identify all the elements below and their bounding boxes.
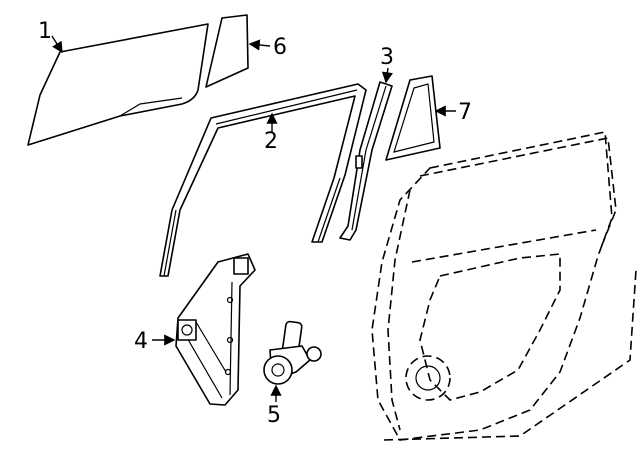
rear-door-outline (371, 131, 637, 441)
callout-3: 3 (380, 45, 394, 70)
quarter-glass (205, 14, 249, 88)
callout-1: 1 (38, 19, 52, 44)
callout-7: 7 (458, 100, 472, 125)
leader-6 (248, 39, 271, 51)
callout-5: 5 (267, 403, 281, 428)
quarter-window-assembly (385, 75, 441, 161)
glass-run-channel (159, 83, 367, 277)
regulator-motor (263, 320, 322, 385)
callout-2: 2 (264, 129, 278, 154)
window-regulator (175, 253, 256, 406)
leader-3 (381, 67, 393, 84)
callout-4: 4 (134, 329, 148, 354)
division-bar (339, 81, 393, 241)
leader-lines (51, 35, 456, 402)
leader-1 (51, 35, 63, 54)
door-glass (27, 23, 209, 146)
callout-6: 6 (273, 35, 287, 60)
